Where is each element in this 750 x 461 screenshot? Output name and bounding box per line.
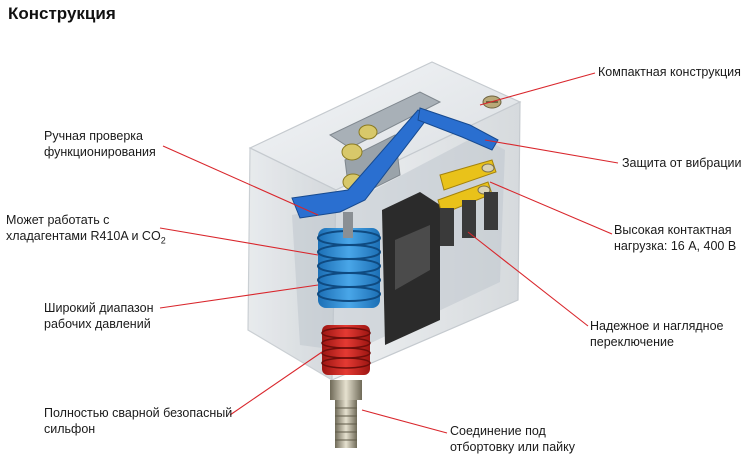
top-screw-icon bbox=[482, 95, 502, 109]
frame-bracket bbox=[328, 91, 442, 149]
label-bellows-line2: сильфон bbox=[44, 422, 96, 436]
label-switching-line1: Надежное и наглядное bbox=[590, 319, 724, 333]
label-compact: Компактная конструкция bbox=[598, 64, 741, 80]
label-switching: Надежное и наглядное переключение bbox=[590, 318, 723, 350]
page-title: Конструкция bbox=[8, 4, 116, 23]
label-contact-load: Высокая контактная нагрузка: 16 А, 400 В bbox=[614, 222, 736, 254]
label-manual-check-line2: функционирования bbox=[44, 145, 156, 159]
label-switching-line2: переключение bbox=[590, 335, 674, 349]
label-bellows: Полностью сварной безопасный сильфон bbox=[44, 405, 232, 437]
blue-lever bbox=[291, 109, 431, 219]
label-vibration-line1: Защита от вибрации bbox=[622, 156, 742, 170]
label-compact-line1: Компактная конструкция bbox=[598, 65, 741, 79]
label-refrigerants-subscript: 2 bbox=[160, 235, 166, 246]
switch-block bbox=[395, 225, 430, 290]
label-refrigerants-line1: Может работать с bbox=[6, 213, 110, 227]
label-pressure-range-line2: рабочих давлений bbox=[44, 317, 151, 331]
label-vibration: Защита от вибрации bbox=[622, 155, 741, 171]
label-manual-check-line1: Ручная проверка bbox=[44, 129, 143, 143]
label-manual-check: Ручная проверка функционирования bbox=[44, 128, 156, 160]
label-refrigerants: Может работать с хладагентами R410A и CO… bbox=[6, 212, 166, 249]
label-connection: Соединение под отбортовку или пайку bbox=[450, 423, 575, 455]
bellows bbox=[321, 325, 371, 375]
label-refrigerants-line2: хладагентами R410A и CO2 bbox=[6, 228, 166, 249]
label-pressure-range: Широкий диапазон рабочих давлений bbox=[44, 300, 154, 332]
connection-fitting bbox=[330, 380, 362, 448]
label-connection-line2: отбортовку или пайку bbox=[450, 440, 575, 454]
label-connection-line1: Соединение под bbox=[450, 424, 546, 438]
label-bellows-line1: Полностью сварной безопасный bbox=[44, 406, 233, 420]
label-pressure-range-line1: Широкий диапазон bbox=[44, 301, 154, 315]
label-refrigerants-text: хладагентами R410A и CO bbox=[6, 229, 161, 243]
label-contact-load-line1: Высокая контактная bbox=[614, 223, 732, 237]
label-contact-load-line2: нагрузка: 16 А, 400 В bbox=[614, 239, 737, 253]
